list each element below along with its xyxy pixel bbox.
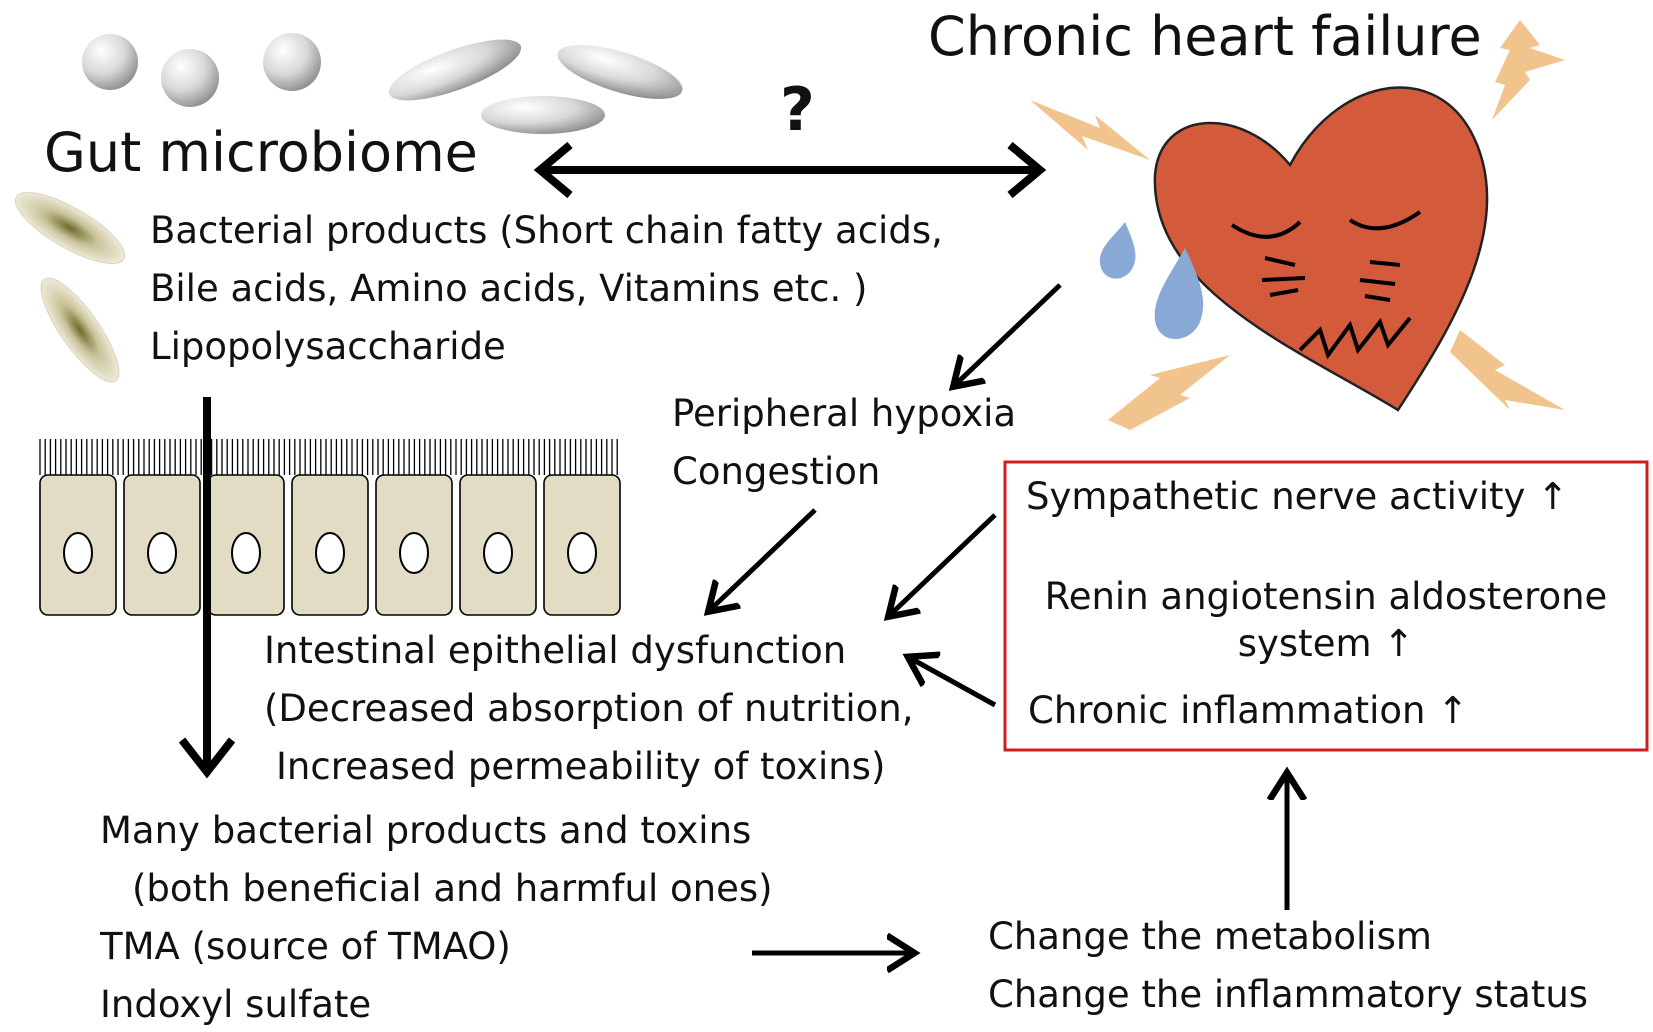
- cell-nucleus: [63, 532, 93, 574]
- sad-heart-icon: [1153, 86, 1489, 412]
- bacteria-rod-icon: [388, 39, 683, 134]
- lightning-icon: [1030, 20, 1565, 430]
- bacterial-products-line2: Bile acids, Amino acids, Vitamins etc. ): [150, 267, 868, 310]
- sympathetic-activity: Sympathetic nerve activity ↑: [1026, 475, 1569, 518]
- hypoxia-line1: Peripheral hypoxia: [672, 392, 1017, 435]
- epithelium-icon: [39, 439, 621, 616]
- cell-nucleus: [147, 532, 177, 574]
- hypoxia-to-epithelium-arrow: [710, 508, 817, 610]
- raas-line2: system ↑: [1237, 622, 1415, 665]
- bacterial-products-line1: Bacterial products (Short chain fatty ac…: [150, 209, 943, 252]
- epithelial-line1: Intestinal epithelial dysfunction: [264, 629, 847, 672]
- microvilli: [39, 439, 618, 475]
- tear-icon: [1099, 222, 1204, 340]
- cell-nucleus: [483, 532, 513, 574]
- bacteria-cocci-icon: [82, 33, 321, 107]
- hypoxia-line2: Congestion: [672, 450, 881, 493]
- cell-nucleus: [315, 532, 345, 574]
- heart-to-hypoxia-arrow: [955, 283, 1062, 385]
- bacteria-bacillus-icon: [14, 191, 126, 383]
- gut-microbiome-title: Gut microbiome: [44, 121, 478, 184]
- heart-failure-title: Chronic heart failure: [928, 5, 1482, 68]
- sympathetic-to-epithelium-arrow: [890, 513, 997, 615]
- cell-nucleus: [399, 532, 429, 574]
- epithelial-line2: (Decreased absorption of nutrition,: [264, 687, 914, 730]
- epithelial-line3: Increased permeability of toxins): [276, 745, 886, 788]
- cell-nucleus: [231, 532, 261, 574]
- inflammation-to-epithelium-arrow: [910, 658, 997, 708]
- gut-down-arrow: [178, 397, 236, 779]
- metabolism-line2: Change the inflammatory status: [988, 973, 1589, 1016]
- chronic-inflammation: Chronic inflammation ↑: [1028, 689, 1469, 732]
- toxins-line2: (both beneficial and harmful ones): [132, 867, 773, 910]
- metabolism-line1: Change the metabolism: [988, 915, 1432, 958]
- question-mark: ?: [780, 75, 815, 145]
- bacterial-products-line3: Lipopolysaccharide: [150, 325, 506, 368]
- raas-line1: Renin angiotensin aldosterone: [1044, 575, 1608, 618]
- toxins-line1: Many bacterial products and toxins: [100, 809, 752, 852]
- cell-nucleus: [567, 532, 597, 574]
- neurohormonal-box: [1003, 460, 1649, 752]
- toxins-line4: Indoxyl sulfate: [100, 983, 372, 1026]
- toxins-line3: TMA (source of TMAO): [100, 925, 511, 968]
- bidirectional-arrow: [533, 141, 1047, 199]
